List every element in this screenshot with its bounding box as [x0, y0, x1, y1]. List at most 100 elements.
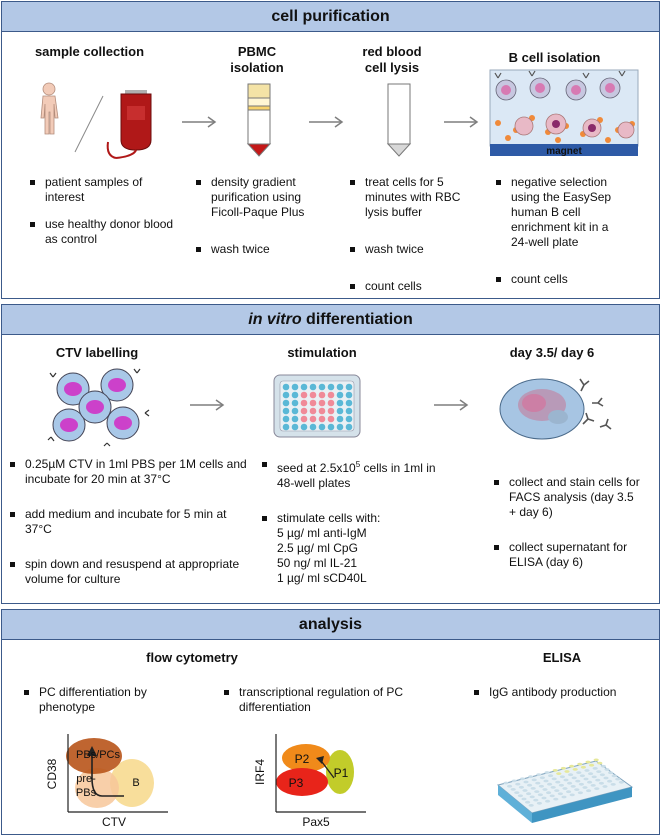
elisa-well — [592, 767, 598, 770]
elisa-well — [550, 786, 556, 789]
plate-well — [336, 383, 344, 391]
elisa-well — [572, 768, 578, 771]
title-rest: differentiation — [301, 311, 413, 328]
elisa-well — [546, 791, 552, 795]
section-in-vitro-differentiation: in vitro differentiation CTV labelling s… — [1, 304, 660, 604]
elisa-well — [597, 761, 603, 765]
elisa-well — [610, 783, 616, 786]
plate-well — [318, 423, 326, 431]
bullet-item: PC differentiation by phenotype — [22, 685, 182, 715]
plasma-cell-icon — [499, 378, 612, 440]
elisa-well — [589, 763, 595, 767]
bullet-item: IgG antibody production — [472, 685, 652, 700]
elisa-well — [539, 776, 545, 780]
plate-well — [318, 391, 326, 399]
bullet-item: spin down and resuspend at appropriate v… — [8, 557, 248, 587]
elisa-well — [569, 764, 575, 768]
elisa-well — [553, 797, 559, 801]
plot1-label-pbs: PBs — [76, 787, 97, 799]
bullet-item: patient samples of interest — [28, 175, 178, 205]
bullet-item: treat cells for 5 minutes with RBC lysis… — [348, 175, 486, 220]
plate-well — [309, 415, 317, 423]
plot2-label-p3: P3 — [289, 776, 304, 790]
human-and-blood-bag-icon — [40, 82, 152, 159]
elisa-well — [558, 783, 564, 787]
phenotype-bullets: PC differentiation by phenotype — [22, 685, 182, 727]
elisa-well — [528, 775, 534, 779]
plate-well — [309, 423, 317, 431]
elisa-well — [615, 777, 621, 781]
elisa-well — [618, 780, 624, 784]
elisa-well — [507, 784, 513, 788]
bullet-item: transcriptional regulation of PC differe… — [222, 685, 412, 715]
elisa-well — [561, 795, 567, 799]
plate-well — [282, 391, 290, 399]
plate-well — [318, 399, 326, 407]
elisa-well — [607, 779, 613, 783]
plate-well — [318, 415, 326, 423]
stim-intro: stimulate cells with: — [277, 511, 381, 525]
bullet-item: add medium and incubate for 5 min at 37°… — [8, 507, 248, 537]
elisa-well — [514, 791, 520, 794]
elisa-well — [604, 768, 610, 771]
elisa-well — [611, 774, 617, 778]
elisa-well — [579, 774, 585, 778]
elisa-well — [555, 780, 561, 784]
elisa-well — [531, 778, 537, 782]
plot2-label-p1: P1 — [334, 766, 349, 780]
elisa-well — [536, 773, 542, 776]
plate-well — [345, 383, 353, 391]
elisa-well — [600, 764, 606, 768]
section-analysis: analysis flow cytometry ELISA PC differe… — [1, 609, 660, 835]
elisa-well — [530, 787, 536, 790]
elisa-well — [529, 795, 535, 799]
rbc-lysis-bullets: treat cells for 5 minutes with RBC lysis… — [348, 175, 486, 306]
plate-well — [291, 407, 299, 415]
plate-well — [300, 407, 308, 415]
plot2-ylabel: IRF4 — [253, 759, 267, 785]
elisa-well — [536, 801, 542, 805]
plate-well — [318, 383, 326, 391]
elisa-well — [521, 797, 527, 801]
bullet-item: 0.25µM CTV in 1ml PBS per 1M cells and i… — [8, 457, 248, 487]
day-title: day 3.5/ day 6 — [509, 345, 595, 360]
sample-collection-bullets: patient samples of interest use healthy … — [28, 175, 178, 259]
elisa-well — [583, 777, 589, 781]
plate-well — [309, 407, 317, 415]
plate-well — [291, 423, 299, 431]
elisa-well — [603, 776, 609, 780]
stim-item: 50 ng/ ml IL-21 — [277, 556, 358, 570]
plate-well — [327, 423, 335, 431]
b-cell-isolation-title: B cell isolation — [508, 50, 601, 65]
b-cell-bullets: negative selection using the EasySep hum… — [494, 175, 629, 299]
elisa-well — [590, 784, 596, 787]
stimulation-title: stimulation — [287, 345, 357, 360]
seed-pre: seed at 2.5x10 — [277, 461, 356, 475]
elisa-well — [548, 774, 554, 778]
bullet-item: collect and stain cells for FACS analysi… — [492, 475, 642, 520]
plate-well — [327, 407, 335, 415]
bullet-item: count cells — [348, 279, 486, 294]
elisa-well — [562, 787, 568, 790]
elisa-well — [549, 794, 555, 798]
plate-well — [309, 391, 317, 399]
flow-cytometry-title: flow cytometry — [146, 650, 238, 665]
elisa-well — [510, 788, 516, 791]
plot2-label-p2: P2 — [295, 752, 310, 766]
plate-well — [282, 383, 290, 391]
well-plate-icon — [273, 374, 361, 438]
elisa-well — [557, 792, 563, 796]
plate-well — [282, 407, 290, 415]
arrow-right-icon — [309, 116, 344, 128]
arrow-right-icon — [444, 116, 479, 128]
pbmc-title-line2: isolation — [230, 60, 284, 75]
ctv-cells-icon — [47, 368, 150, 447]
plate-well — [300, 415, 308, 423]
plate-well — [327, 399, 335, 407]
plate-well — [282, 423, 290, 431]
elisa-well — [534, 790, 540, 793]
elisa-well — [595, 778, 601, 782]
elisa-well — [574, 788, 580, 791]
elisa-title: ELISA — [542, 650, 582, 665]
elisa-well — [577, 762, 583, 766]
